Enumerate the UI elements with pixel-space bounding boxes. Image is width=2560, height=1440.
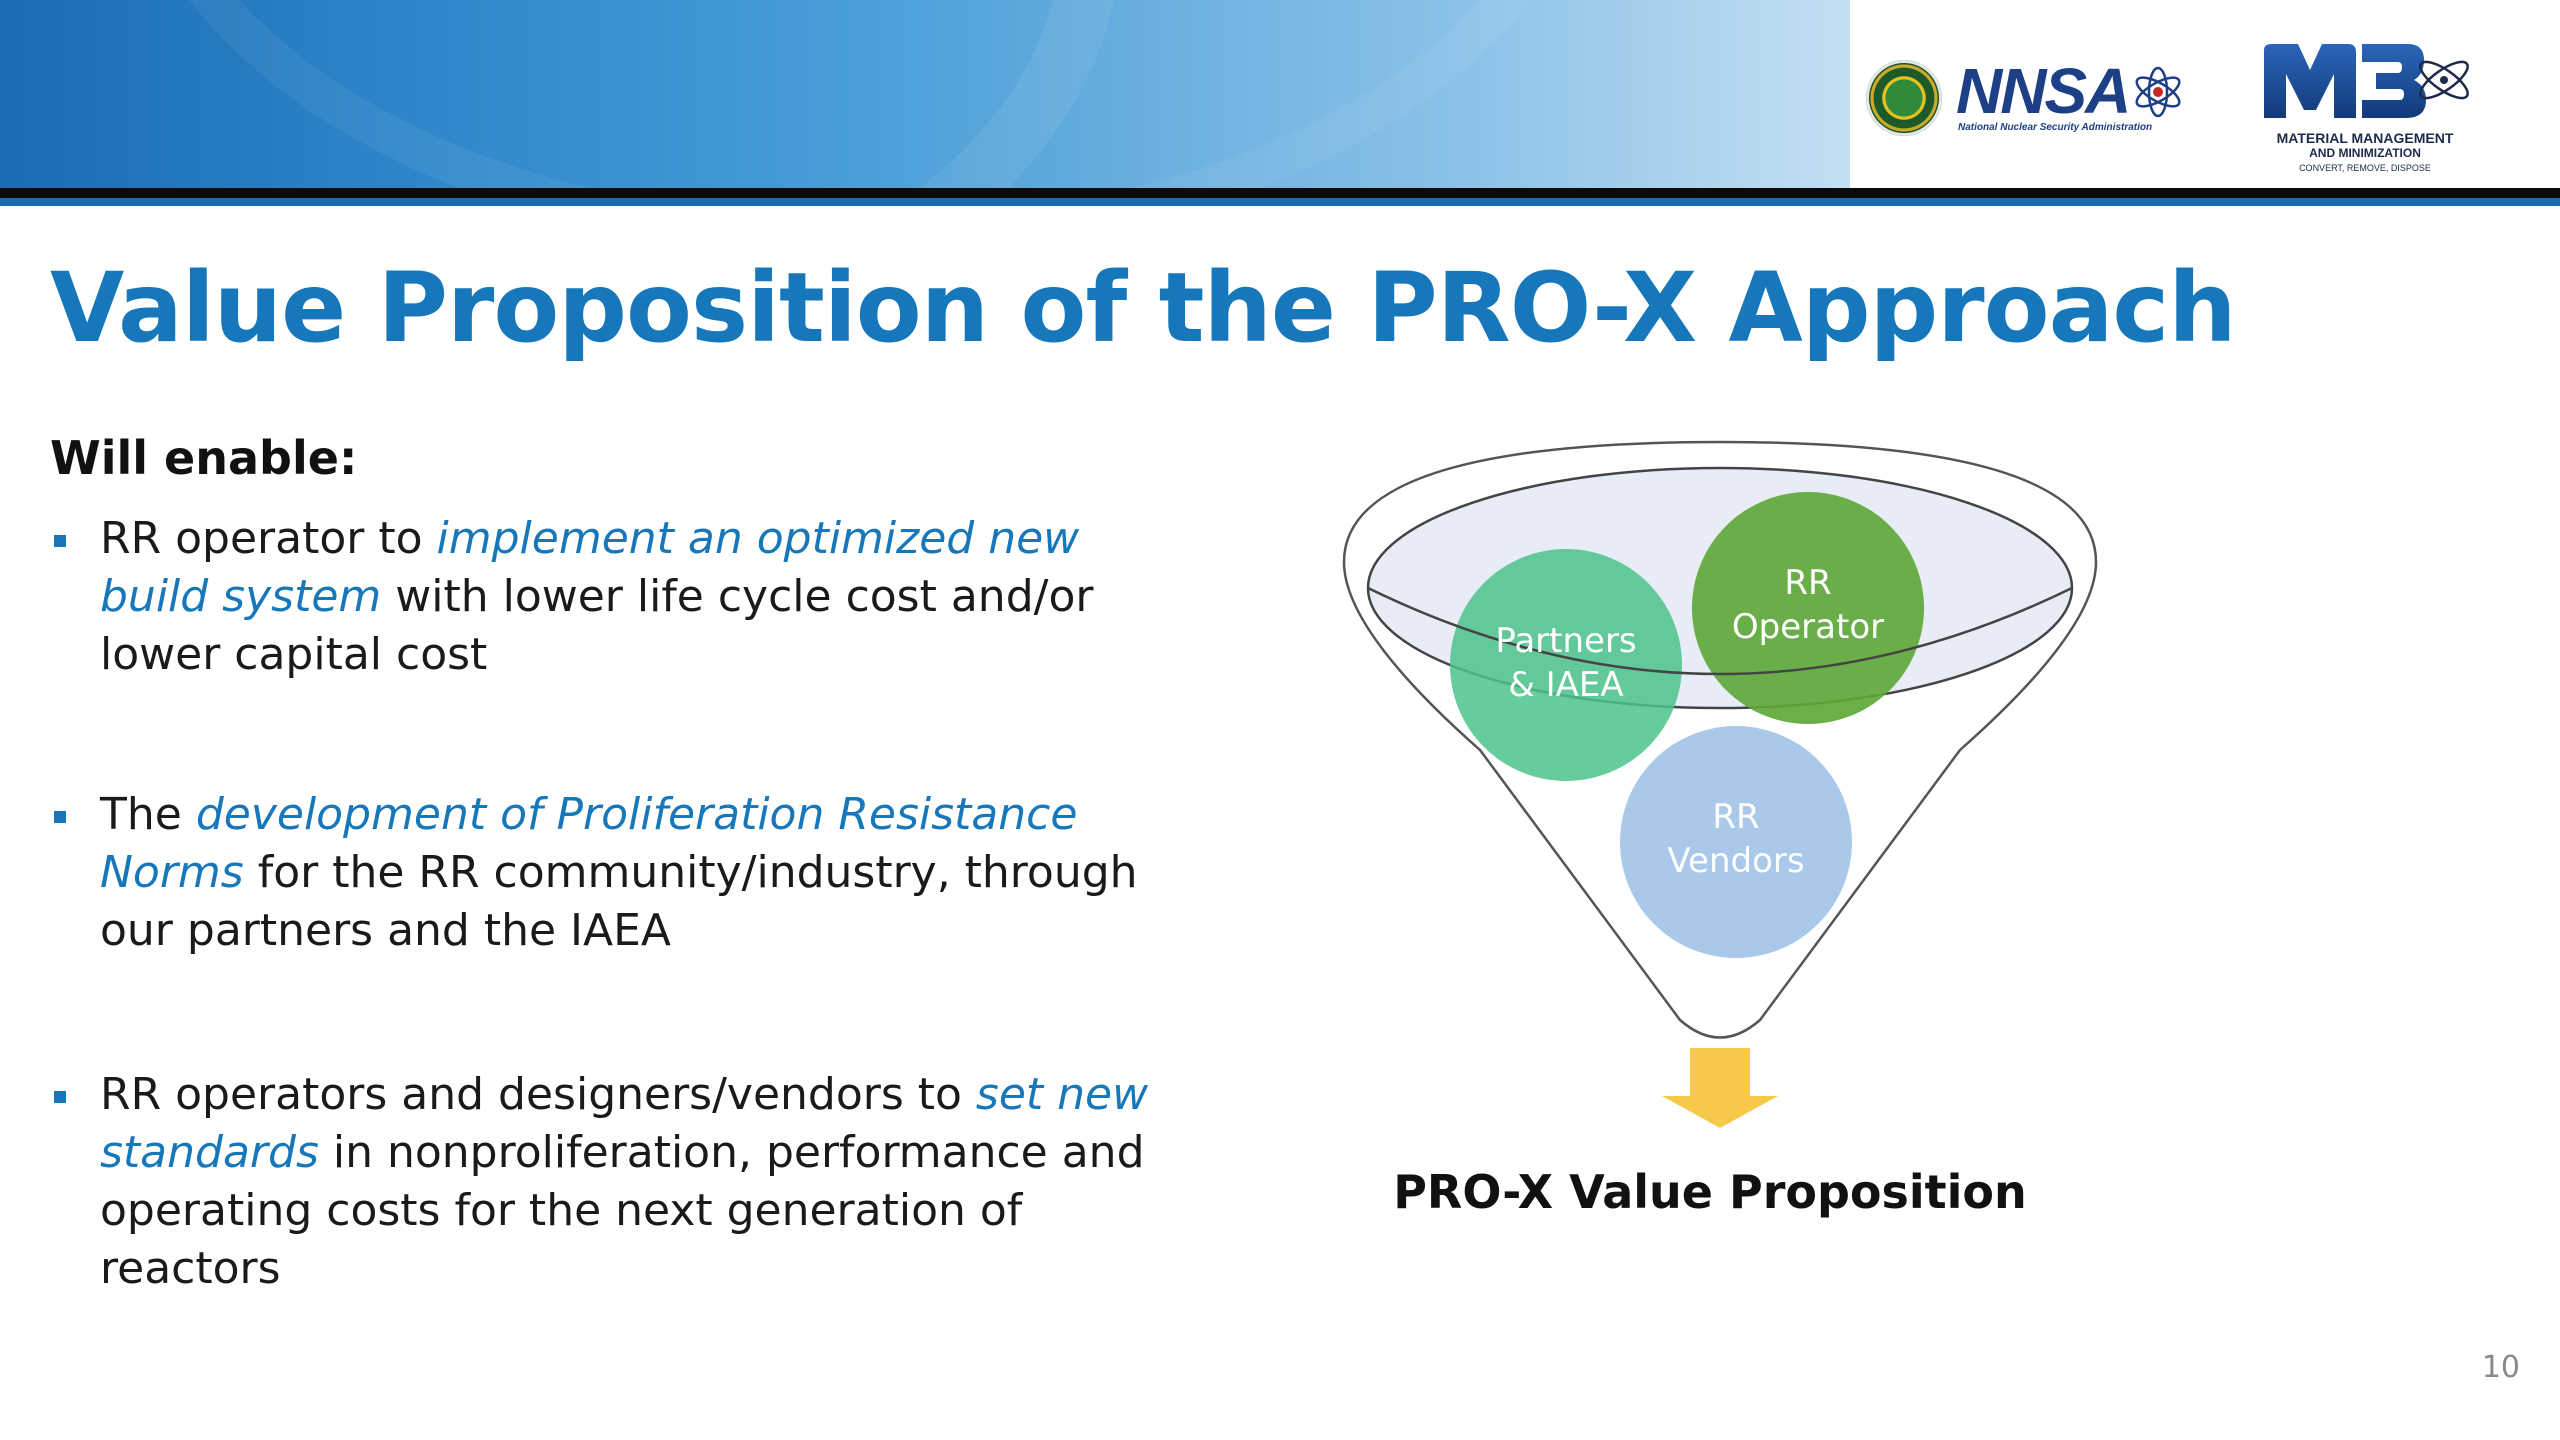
- bullet-text: RR operator to implement an optimized ne…: [100, 513, 1094, 680]
- circle-rr-vendors: [1620, 726, 1852, 958]
- m3-logo-icon: [2264, 44, 2469, 118]
- doe-seal-icon: [1866, 60, 1942, 136]
- circle-partners-iaea: [1450, 549, 1682, 781]
- bullet-item: RR operators and designers/vendors to se…: [50, 1066, 1148, 1306]
- bullet-text: RR operators and designers/vendors to se…: [100, 1069, 1149, 1294]
- header-rule-accent: [0, 198, 2560, 206]
- m3-logo-tagline: CONVERT, REMOVE, DISPOSE: [2299, 163, 2431, 173]
- bullet-text: The development of Proliferation Resista…: [100, 789, 1138, 956]
- circle-label: Partners: [1495, 621, 1636, 661]
- bullet-emphasis: set new standards: [100, 1069, 1149, 1178]
- funnel-caption: PRO-X Value Proposition: [1393, 1165, 2027, 1219]
- bullet-marker-icon: [54, 1091, 66, 1103]
- circle-label: Vendors: [1667, 841, 1804, 881]
- funnel-rim: [1367, 586, 2073, 676]
- bullet-emphasis: development of Proliferation Resistance …: [100, 789, 1078, 898]
- circle-label: RR: [1712, 797, 1759, 837]
- nnsa-subtitle: National Nuclear Security Administration: [1958, 122, 2153, 133]
- funnel-diagram: Partners & IAEA RR Operator RR Vendors: [1342, 440, 2098, 1128]
- intro-label: Will enable:: [50, 431, 358, 485]
- bullet-emphasis: implement an optimized new build system: [100, 513, 1080, 622]
- slide-title: Value Proposition of the PRO-X Approach: [50, 252, 2237, 364]
- header-rule: [0, 188, 2560, 198]
- m3-logo-line2: AND MINIMIZATION: [2309, 146, 2421, 160]
- page-number: 10: [2481, 1350, 2520, 1385]
- circle-label: Operator: [1732, 607, 1884, 647]
- nnsa-logo-text: NNSA: [1956, 55, 2131, 127]
- bullet-item: The development of Proliferation Resista…: [50, 786, 1138, 966]
- m3-logo-line1: MATERIAL MANAGEMENT: [2276, 130, 2454, 146]
- down-arrow-icon: [1662, 1048, 1778, 1128]
- header-banner: [0, 0, 2560, 188]
- bullet-marker-icon: [54, 811, 66, 823]
- circle-label: RR: [1784, 563, 1831, 603]
- atom-icon: [2135, 66, 2181, 118]
- circle-label: & IAEA: [1508, 665, 1623, 705]
- bullet-item: RR operator to implement an optimized ne…: [50, 510, 1130, 690]
- bullet-marker-icon: [54, 535, 66, 547]
- circle-rr-operator: [1692, 492, 1924, 724]
